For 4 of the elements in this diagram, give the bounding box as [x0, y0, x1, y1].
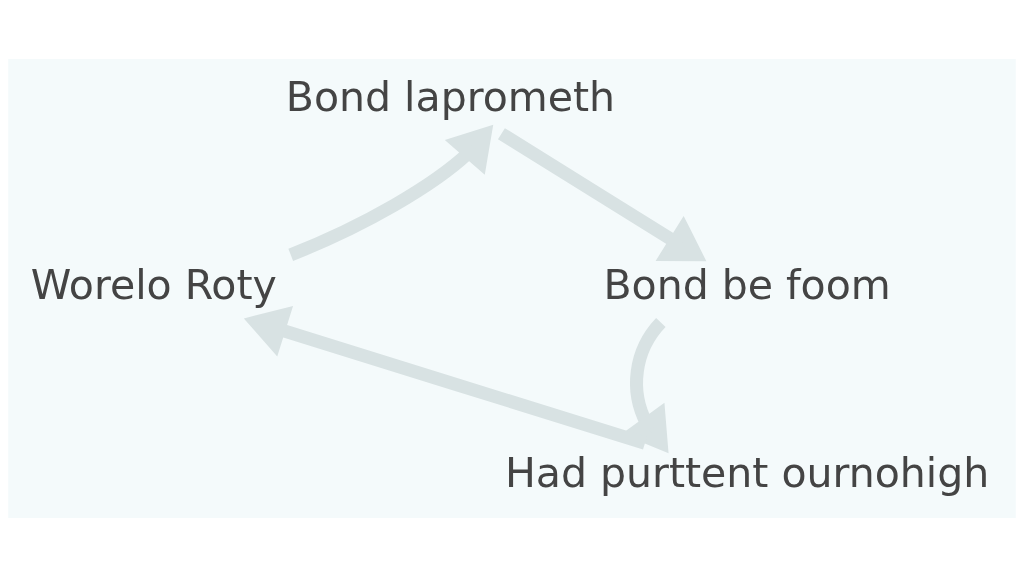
node-text: Bond be foom	[603, 260, 891, 309]
node-text: Worelo Roty	[30, 260, 277, 309]
node-text: Had purttent ournohigh	[504, 448, 990, 497]
node-text: Bond laprometh	[285, 72, 616, 120]
